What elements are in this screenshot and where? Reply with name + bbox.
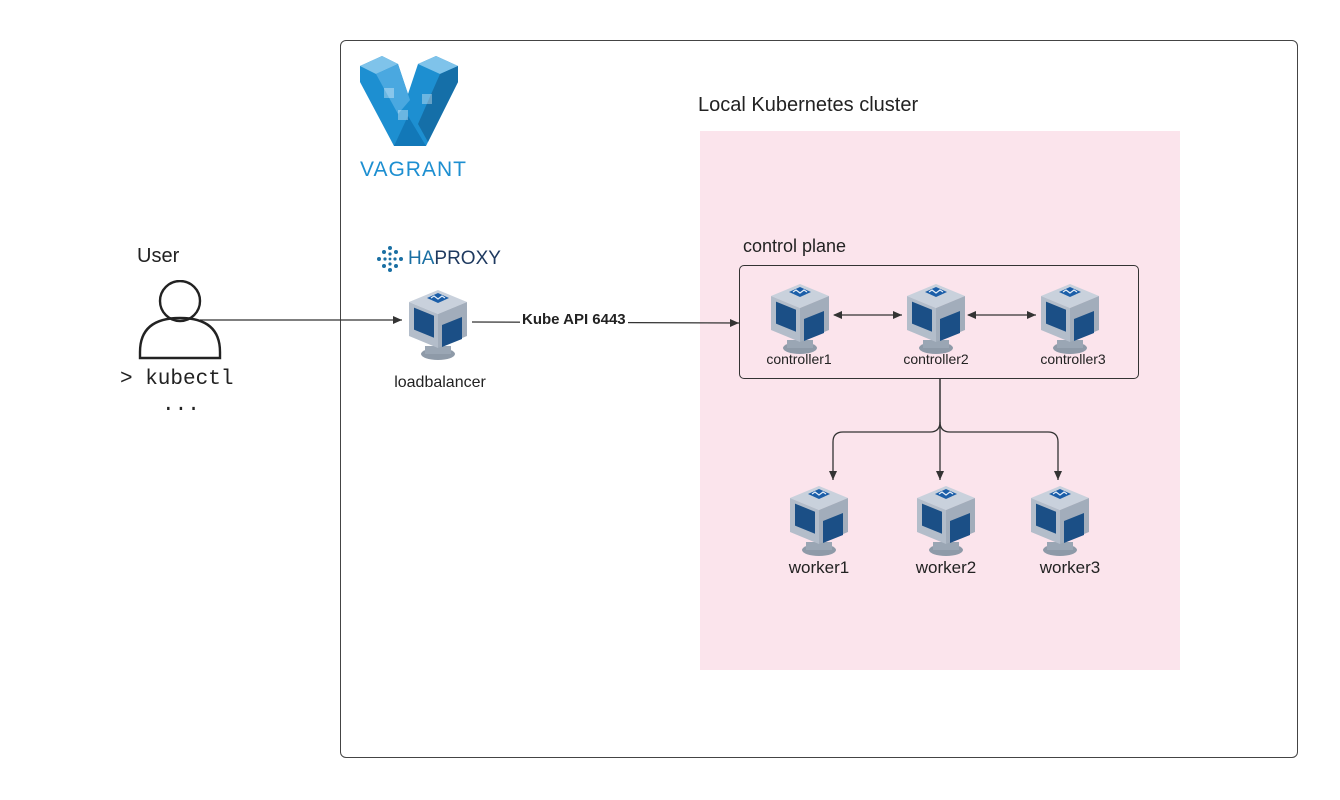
haproxy-brand-ha: HA: [408, 248, 435, 269]
worker3-vm-icon: [1027, 484, 1093, 558]
controller2-vm-icon: [903, 282, 969, 356]
vagrant-v-icon: [360, 56, 458, 146]
control-plane-to-worker1-edge: [829, 379, 941, 480]
vagrant-brand-text: VAGRANT: [360, 158, 467, 181]
worker2-vm-icon: [913, 484, 979, 558]
worker2-label: worker2: [915, 558, 977, 577]
worker1-label: worker1: [788, 558, 850, 577]
user-title: User: [137, 245, 180, 267]
controller3-vm-icon: [1037, 282, 1103, 356]
vagrant-logo: VAGRANT: [358, 54, 466, 184]
controller2-label: controller2: [903, 351, 969, 367]
worker1-vm-icon: [786, 484, 852, 558]
control-plane-to-worker3-edge: [939, 421, 1062, 480]
user-icon: [138, 280, 222, 360]
kube-api-edge-label: Kube API 6443: [520, 311, 628, 328]
cluster-title: Local Kubernetes cluster: [698, 94, 919, 116]
controller1-label: controller1: [766, 351, 832, 367]
vagrant-frame: [340, 40, 1298, 758]
haproxy-grid-icon: [377, 246, 403, 272]
controller1-vm-icon: [767, 282, 833, 356]
haproxy-brand-proxy: PROXY: [434, 248, 501, 269]
haproxy-brand-text: HAPROXY: [408, 248, 501, 270]
loadbalancer-vm-icon: [405, 288, 471, 362]
command-ellipsis: ...: [162, 394, 200, 417]
worker3-label: worker3: [1039, 558, 1101, 577]
control-plane-title: control plane: [743, 236, 847, 256]
control-plane-box: [739, 265, 1139, 379]
loadbalancer-label: loadbalancer: [394, 374, 486, 391]
haproxy-logo: HAPROXY: [376, 245, 516, 275]
kubectl-command: > kubectl: [120, 368, 234, 391]
controller3-label: controller3: [1040, 351, 1106, 367]
